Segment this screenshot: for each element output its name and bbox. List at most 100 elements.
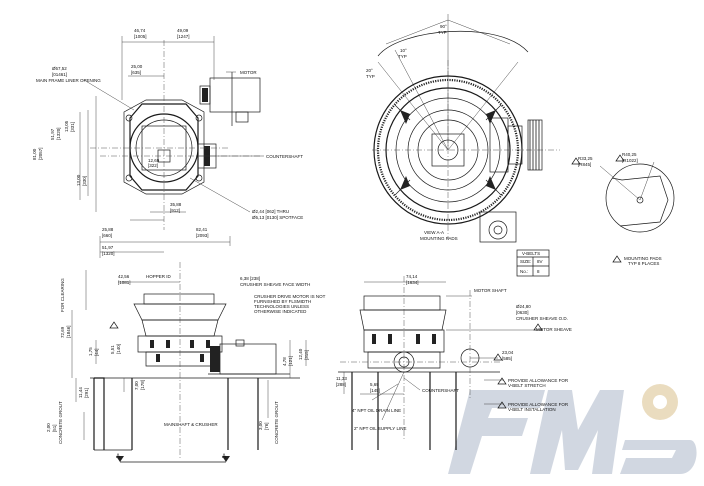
liner-label: MAIN FRAME LINER OPENING (36, 78, 101, 83)
dim-label: 13,00 (76, 174, 81, 186)
dim-label: 49,09 (177, 28, 189, 33)
dim-label: 12,69 (148, 158, 160, 163)
dim-label: 51,97 (102, 245, 114, 250)
dim-label: [2093] (196, 233, 209, 238)
angle-label: 90° (440, 24, 447, 29)
view-title: VIEW A-A (424, 230, 444, 235)
dim-label: [315] (304, 350, 309, 360)
dim-label: [1846] (66, 325, 71, 338)
dim-label: 3,00 (258, 421, 263, 430)
table-title: V-BELTS (522, 251, 540, 256)
dim-label: [635] (131, 70, 141, 75)
detail-subtitle: TYP 8 PLACES (628, 261, 659, 266)
countershaft-label: COUNTERSHAFT (266, 154, 303, 159)
sheave-label: CRUSHER SHEAVE FACE WIDTH (240, 282, 310, 287)
dim-label: 74,14 (406, 274, 418, 279)
section-view: 90° TYP 10° TYP 20° TYP R33,25 [R845] R4… (366, 14, 675, 277)
hole-label: Ø2,44 [062] THRU (252, 209, 289, 214)
dim-label: 4,78 (282, 357, 287, 366)
spotface-label: Ø5,13 [0130] SPOTFACE (252, 215, 303, 220)
dim-label: 51,97 (50, 128, 55, 140)
allowance-label: V-BELT INSTALLATION (508, 407, 556, 412)
motor-label: MOTOR (240, 70, 257, 75)
dim-label: [1320] (56, 127, 61, 140)
dim-label: [1320] (102, 251, 115, 256)
dim-label: 25,00 (131, 64, 143, 69)
supply-line-label: 2" NPT OIL SUPPLY LINE (354, 426, 406, 431)
angle-label: 20° (366, 68, 373, 73)
angle-label: TYP (398, 54, 407, 59)
warning-triangle-icon (571, 157, 581, 165)
dim-label: [44] (94, 348, 99, 356)
allowance-label: PROVIDE ALLOWANCE FOR (508, 402, 569, 407)
allowance-label: PROVIDE ALLOWANCE FOR (508, 378, 569, 383)
mounting-pad-detail (605, 163, 675, 233)
angle-label: TYP (366, 74, 375, 79)
section-letter: A (222, 454, 226, 460)
clearing-label: FOR CLEARING (60, 278, 65, 312)
warning-triangle-icon (493, 353, 503, 361)
table-cell: SIZE: (520, 259, 531, 264)
dim-label: [660] (102, 233, 112, 238)
fms-logo (448, 384, 697, 474)
dim-label: Ø57,52 (52, 66, 67, 71)
dim-label: [330] (82, 176, 87, 186)
warning-triangle-icon (533, 323, 543, 331)
dim-label: [1005] (134, 34, 147, 39)
angle-label: TYP (438, 30, 447, 35)
dim-label: [145] (370, 388, 380, 393)
countershaft-label: COUNTERSHAFT (422, 388, 459, 393)
table-cell: No.: (520, 269, 528, 274)
dim-label: [288] (336, 382, 346, 387)
dim-label: 5,69 (370, 382, 379, 387)
dim-label: 23,04 (502, 350, 514, 355)
table-cell: 8V (537, 259, 543, 264)
dim-label: [912] (170, 208, 180, 213)
dim-label: [01461] (52, 72, 67, 77)
dim-label: 12,40 (298, 348, 303, 360)
dim-label: [76] (264, 422, 269, 430)
dim-label: 25,88 (102, 227, 114, 232)
dim-label: [0630] (516, 310, 529, 315)
warning-triangle-icon (497, 401, 507, 409)
dim-label: [178] (140, 380, 145, 390)
dim-label: [585] (502, 356, 512, 361)
radius-label: R40,25 (622, 152, 637, 157)
dim-label: [140] (116, 344, 121, 354)
warning-triangle-icon (612, 255, 622, 263)
dim-label: 11,33 (336, 376, 347, 381)
motor-body (209, 77, 261, 113)
dim-label: [1247] (177, 34, 190, 39)
allowance-label: V-BELT STRETCH (508, 383, 546, 388)
dim-label: 81,00 (32, 148, 37, 160)
motor-note: CRUSHER DRIVE MOTOR IS NOT FURNISHED BY … (254, 294, 326, 314)
drain-line-label: 4" NPT OIL DRAIN LINE (352, 408, 401, 413)
dim-label: 42,56 (118, 274, 130, 279)
front-view: A A 42,56 [1081] 6,38 [238] 72,69 [1846]… (46, 262, 326, 463)
dim-label: 11,44 (78, 387, 83, 398)
grout-label: CONCRETE GROUT (58, 401, 63, 444)
motor-sheave-label: MOTOR SHEAVE (536, 327, 572, 332)
dim-label: [51] (52, 424, 57, 432)
dim-label: 35,88 (170, 202, 182, 207)
mainshaft-label: MAINSHAFT & CRUSHER (164, 422, 218, 427)
dim-label: [2057] (38, 147, 43, 160)
warning-triangle-icon (615, 154, 625, 162)
warning-triangle-icon (497, 377, 507, 385)
table-cell: 8 (537, 269, 540, 274)
dim-label: 7,00 (134, 381, 139, 390)
dim-label: [322] (148, 163, 158, 168)
dim-label: 82,41 (196, 227, 208, 232)
dim-label: 2,00 (46, 423, 51, 432)
dim-label: [291] (84, 388, 89, 398)
view-subtitle: MOUNTING PADS (420, 236, 458, 241)
warning-triangle-icon (109, 321, 119, 329)
drive-motor (219, 343, 277, 375)
radius-label: R33,25 (578, 156, 593, 161)
radius-label: [R845] (578, 162, 591, 167)
detail-title: MOUNTING PADS (624, 256, 662, 261)
dim-label: [1634] (406, 280, 419, 285)
sheave-od-label: CRUSHER SHEAVE O.D. (516, 316, 568, 321)
